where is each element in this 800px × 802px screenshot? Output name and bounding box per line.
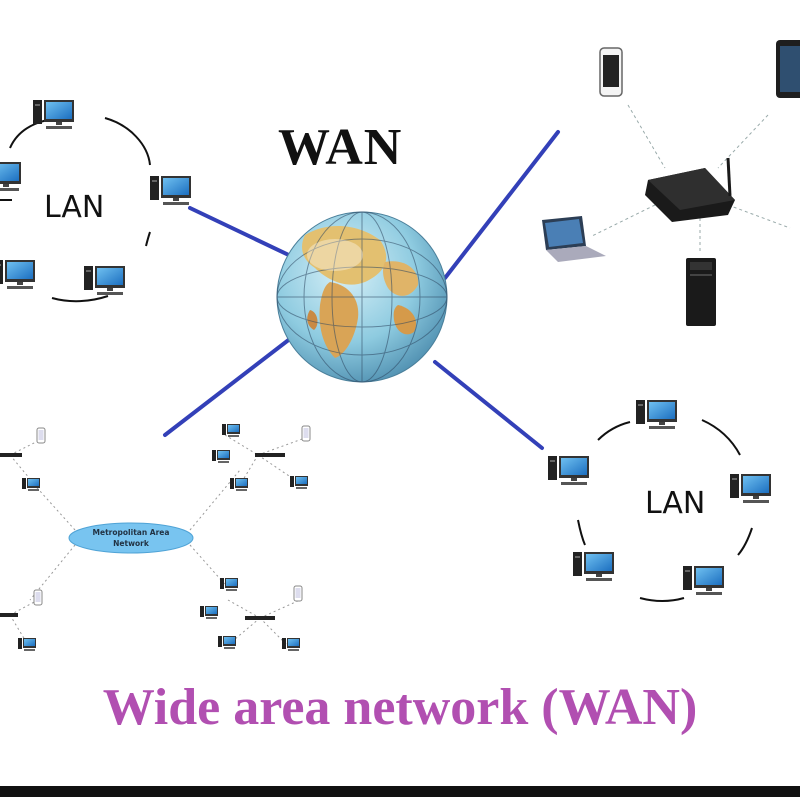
desktop-computer-icon bbox=[683, 566, 724, 595]
wan-links bbox=[163, 130, 560, 450]
link-wireless bbox=[443, 130, 560, 280]
desktop-computer-icon bbox=[33, 100, 74, 129]
desktop-computer-icon bbox=[548, 456, 589, 485]
desktop-computer-icon bbox=[150, 176, 191, 205]
smartphone-icon bbox=[293, 585, 303, 602]
desktop-computer-icon bbox=[18, 638, 36, 651]
desktop-computer-icon bbox=[218, 636, 236, 649]
caption: Wide area network (WAN) bbox=[102, 679, 698, 736]
switch-icon bbox=[255, 453, 285, 457]
smartphone-icon bbox=[599, 47, 623, 97]
switch-icon bbox=[245, 616, 275, 620]
desktop-computer-icon bbox=[230, 478, 248, 491]
lan-left-label: LAN bbox=[44, 190, 105, 225]
smartphone-icon bbox=[301, 425, 311, 442]
desktop-computer-icon bbox=[730, 474, 771, 503]
svg-text:Network: Network bbox=[113, 539, 150, 548]
desktop-computer-icon bbox=[200, 606, 218, 619]
desktop-computer-icon bbox=[84, 266, 125, 295]
laptop-icon bbox=[542, 216, 606, 262]
wireless-cluster bbox=[542, 40, 800, 326]
globe-icon bbox=[276, 211, 448, 383]
tower-server-icon bbox=[686, 258, 716, 326]
lan-right-label: LAN bbox=[645, 486, 706, 521]
man-ellipse bbox=[68, 522, 194, 554]
desktop-computer-icon bbox=[573, 552, 614, 581]
bottom-border bbox=[0, 786, 800, 797]
wireless-router-icon bbox=[645, 157, 735, 222]
smartphone-icon bbox=[33, 589, 43, 606]
desktop-computer-icon bbox=[212, 450, 230, 463]
desktop-computer-icon bbox=[282, 638, 300, 651]
tablet-icon bbox=[776, 40, 800, 98]
link-lan-left bbox=[188, 206, 297, 260]
link-lan-right bbox=[433, 360, 544, 450]
desktop-computer-icon bbox=[222, 424, 240, 437]
desktop-computer-icon bbox=[0, 162, 21, 191]
lan-right-cluster bbox=[548, 400, 771, 602]
link-man bbox=[163, 333, 297, 437]
switch-icon bbox=[0, 613, 18, 617]
man-label: Metropolitan Area bbox=[93, 528, 170, 537]
man-cluster: Metropolitan Area Network bbox=[0, 424, 311, 651]
desktop-computer-icon bbox=[0, 260, 35, 289]
desktop-computer-icon bbox=[290, 476, 308, 489]
desktop-computer-icon bbox=[636, 400, 677, 429]
wan-title: WAN bbox=[278, 119, 403, 176]
lan-left-cluster bbox=[0, 100, 191, 303]
desktop-computer-icon bbox=[220, 578, 238, 591]
desktop-computer-icon bbox=[22, 478, 40, 491]
smartphone-icon bbox=[36, 427, 46, 444]
switch-icon bbox=[0, 453, 22, 457]
